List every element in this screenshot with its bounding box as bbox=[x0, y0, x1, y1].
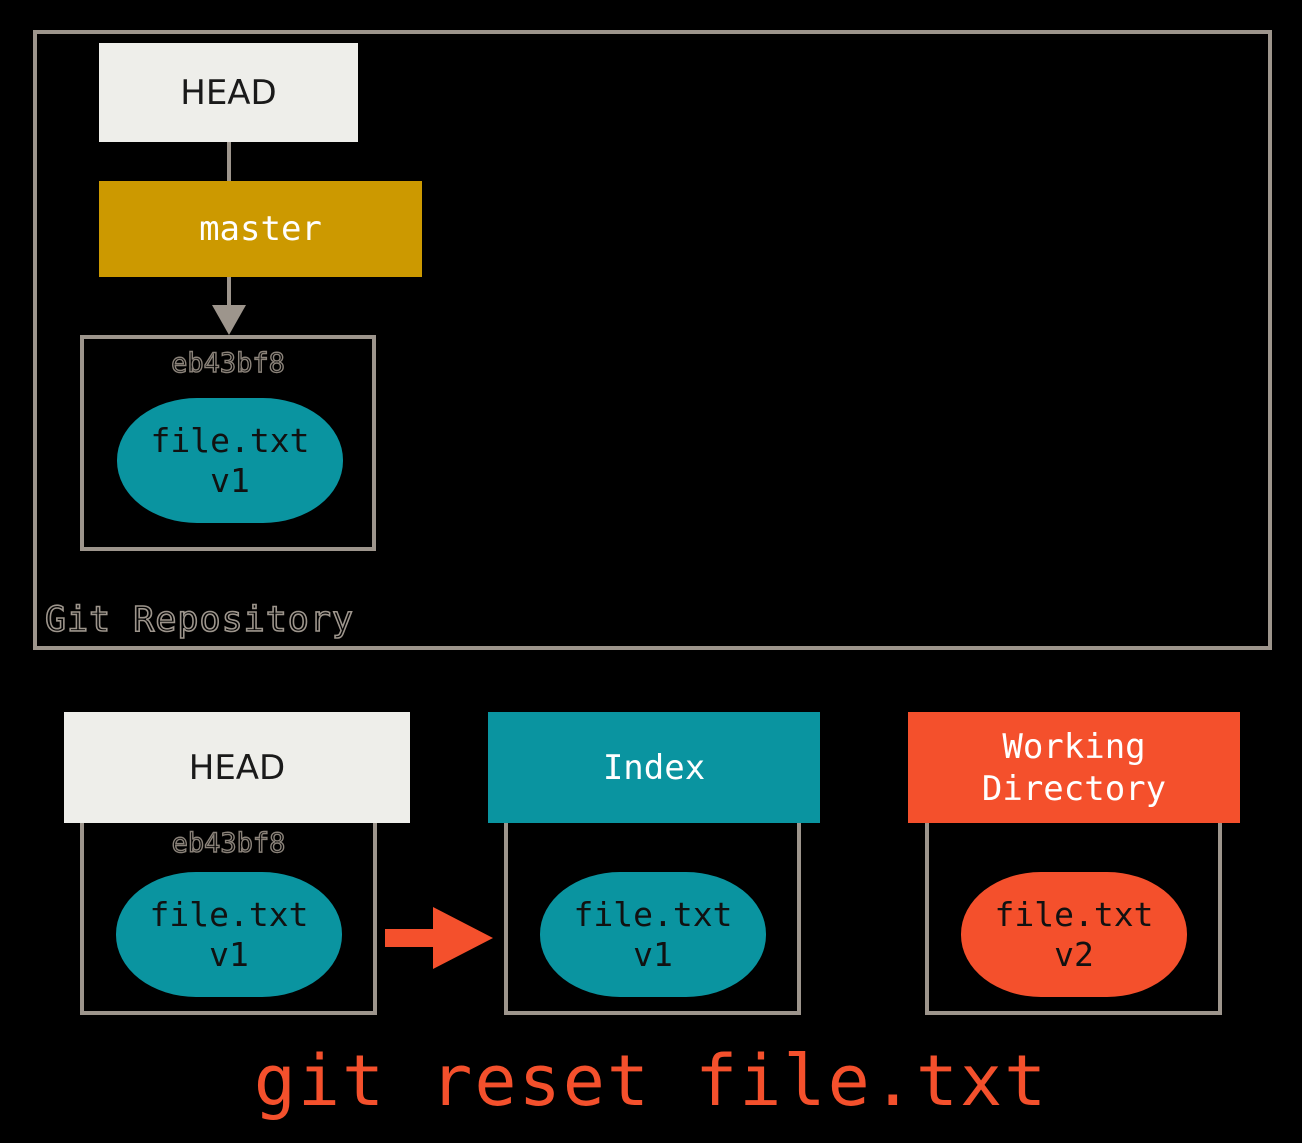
repo-commit-blob[interactable]: file.txt v1 bbox=[117, 398, 343, 523]
repo-commit-blob-version: v1 bbox=[210, 460, 250, 500]
repo-commit-frame bbox=[80, 335, 376, 551]
repo-master-box[interactable]: master bbox=[99, 181, 422, 277]
index-tree-frame bbox=[504, 823, 801, 1015]
index-tree-header-label: Index bbox=[602, 747, 706, 788]
git-repository-label: Git Repository bbox=[44, 599, 355, 641]
git-repository-container bbox=[33, 30, 1272, 650]
head-tree-header[interactable]: HEAD bbox=[64, 712, 410, 823]
head-tree-frame bbox=[80, 823, 377, 1015]
connector-master-to-commit-line bbox=[227, 277, 231, 307]
index-tree-blob-filename: file.txt bbox=[573, 894, 733, 934]
head-tree-header-label: HEAD bbox=[188, 747, 286, 788]
working-directory-header-line1: Working bbox=[1002, 726, 1146, 767]
index-tree-blob-version: v1 bbox=[633, 934, 673, 974]
index-tree-blob[interactable]: file.txt v1 bbox=[540, 872, 766, 997]
working-directory-frame bbox=[925, 823, 1222, 1015]
working-directory-blob[interactable]: file.txt v2 bbox=[961, 872, 1187, 997]
arrow-down-icon bbox=[212, 305, 246, 335]
head-tree-sha: eb43bf8 bbox=[171, 827, 286, 859]
working-directory-blob-version: v2 bbox=[1054, 934, 1094, 974]
repo-head-box[interactable]: HEAD bbox=[99, 43, 358, 142]
connector-head-to-master bbox=[227, 142, 231, 181]
repo-master-label: master bbox=[199, 209, 322, 249]
head-tree-blob[interactable]: file.txt v1 bbox=[116, 872, 342, 997]
head-tree-blob-version: v1 bbox=[209, 934, 249, 974]
repo-head-label: HEAD bbox=[180, 72, 277, 113]
repo-commit-blob-filename: file.txt bbox=[150, 420, 310, 460]
arrow-right-icon bbox=[385, 907, 493, 969]
command-caption: git reset file.txt bbox=[253, 1040, 1049, 1122]
repo-commit-sha: eb43bf8 bbox=[170, 347, 285, 379]
head-tree-blob-filename: file.txt bbox=[149, 894, 309, 934]
working-directory-blob-filename: file.txt bbox=[994, 894, 1154, 934]
index-tree-header[interactable]: Index bbox=[488, 712, 820, 823]
working-directory-header-line2: Directory bbox=[981, 768, 1167, 809]
working-directory-header[interactable]: Working Directory bbox=[908, 712, 1240, 823]
